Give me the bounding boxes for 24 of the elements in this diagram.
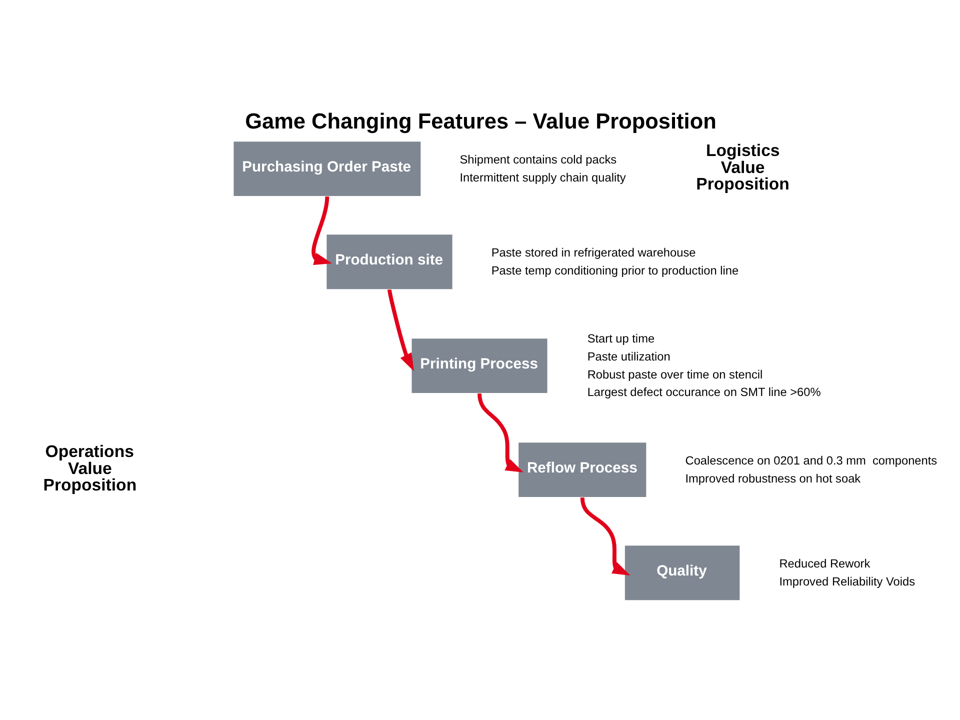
node-box: Quality	[624, 546, 740, 600]
node-label: Paste utilization	[587, 349, 670, 364]
node-box: Production site	[326, 234, 452, 290]
node-label: Intermittent supply chain quality	[460, 170, 626, 184]
diagram-title: Game Changing Features – Value Proposition	[245, 108, 716, 134]
label: Operations Value Proposition	[43, 442, 137, 495]
label: Logistics Value Proposition	[696, 141, 790, 194]
node-label: Robust paste over time on stencil	[587, 367, 763, 382]
node-label: Start up time	[587, 332, 655, 346]
arrow	[580, 497, 630, 576]
node-label: Paste stored in refrigerated warehouse	[491, 246, 696, 260]
node-box: Printing Process	[412, 338, 548, 394]
node-box: Reflow Process	[518, 442, 646, 497]
node-label: Improved robustness on hot soak	[685, 471, 861, 486]
arrow	[388, 289, 414, 372]
node-label: Shipment contains cold packs	[460, 152, 617, 166]
node-label: Reduced Rework	[779, 556, 870, 571]
arrow	[478, 393, 524, 472]
node-label: Coalescence on 0201 and 0.3 mm components	[685, 453, 938, 468]
arrow	[312, 196, 332, 265]
node-label: Largest defect occurance on SMT line >60%	[587, 385, 821, 400]
node-box: Purchasing Order Paste	[234, 142, 421, 196]
node-label: Improved Reliability Voids	[779, 574, 916, 588]
node-label: Paste temp conditioning prior to production line	[491, 263, 739, 278]
